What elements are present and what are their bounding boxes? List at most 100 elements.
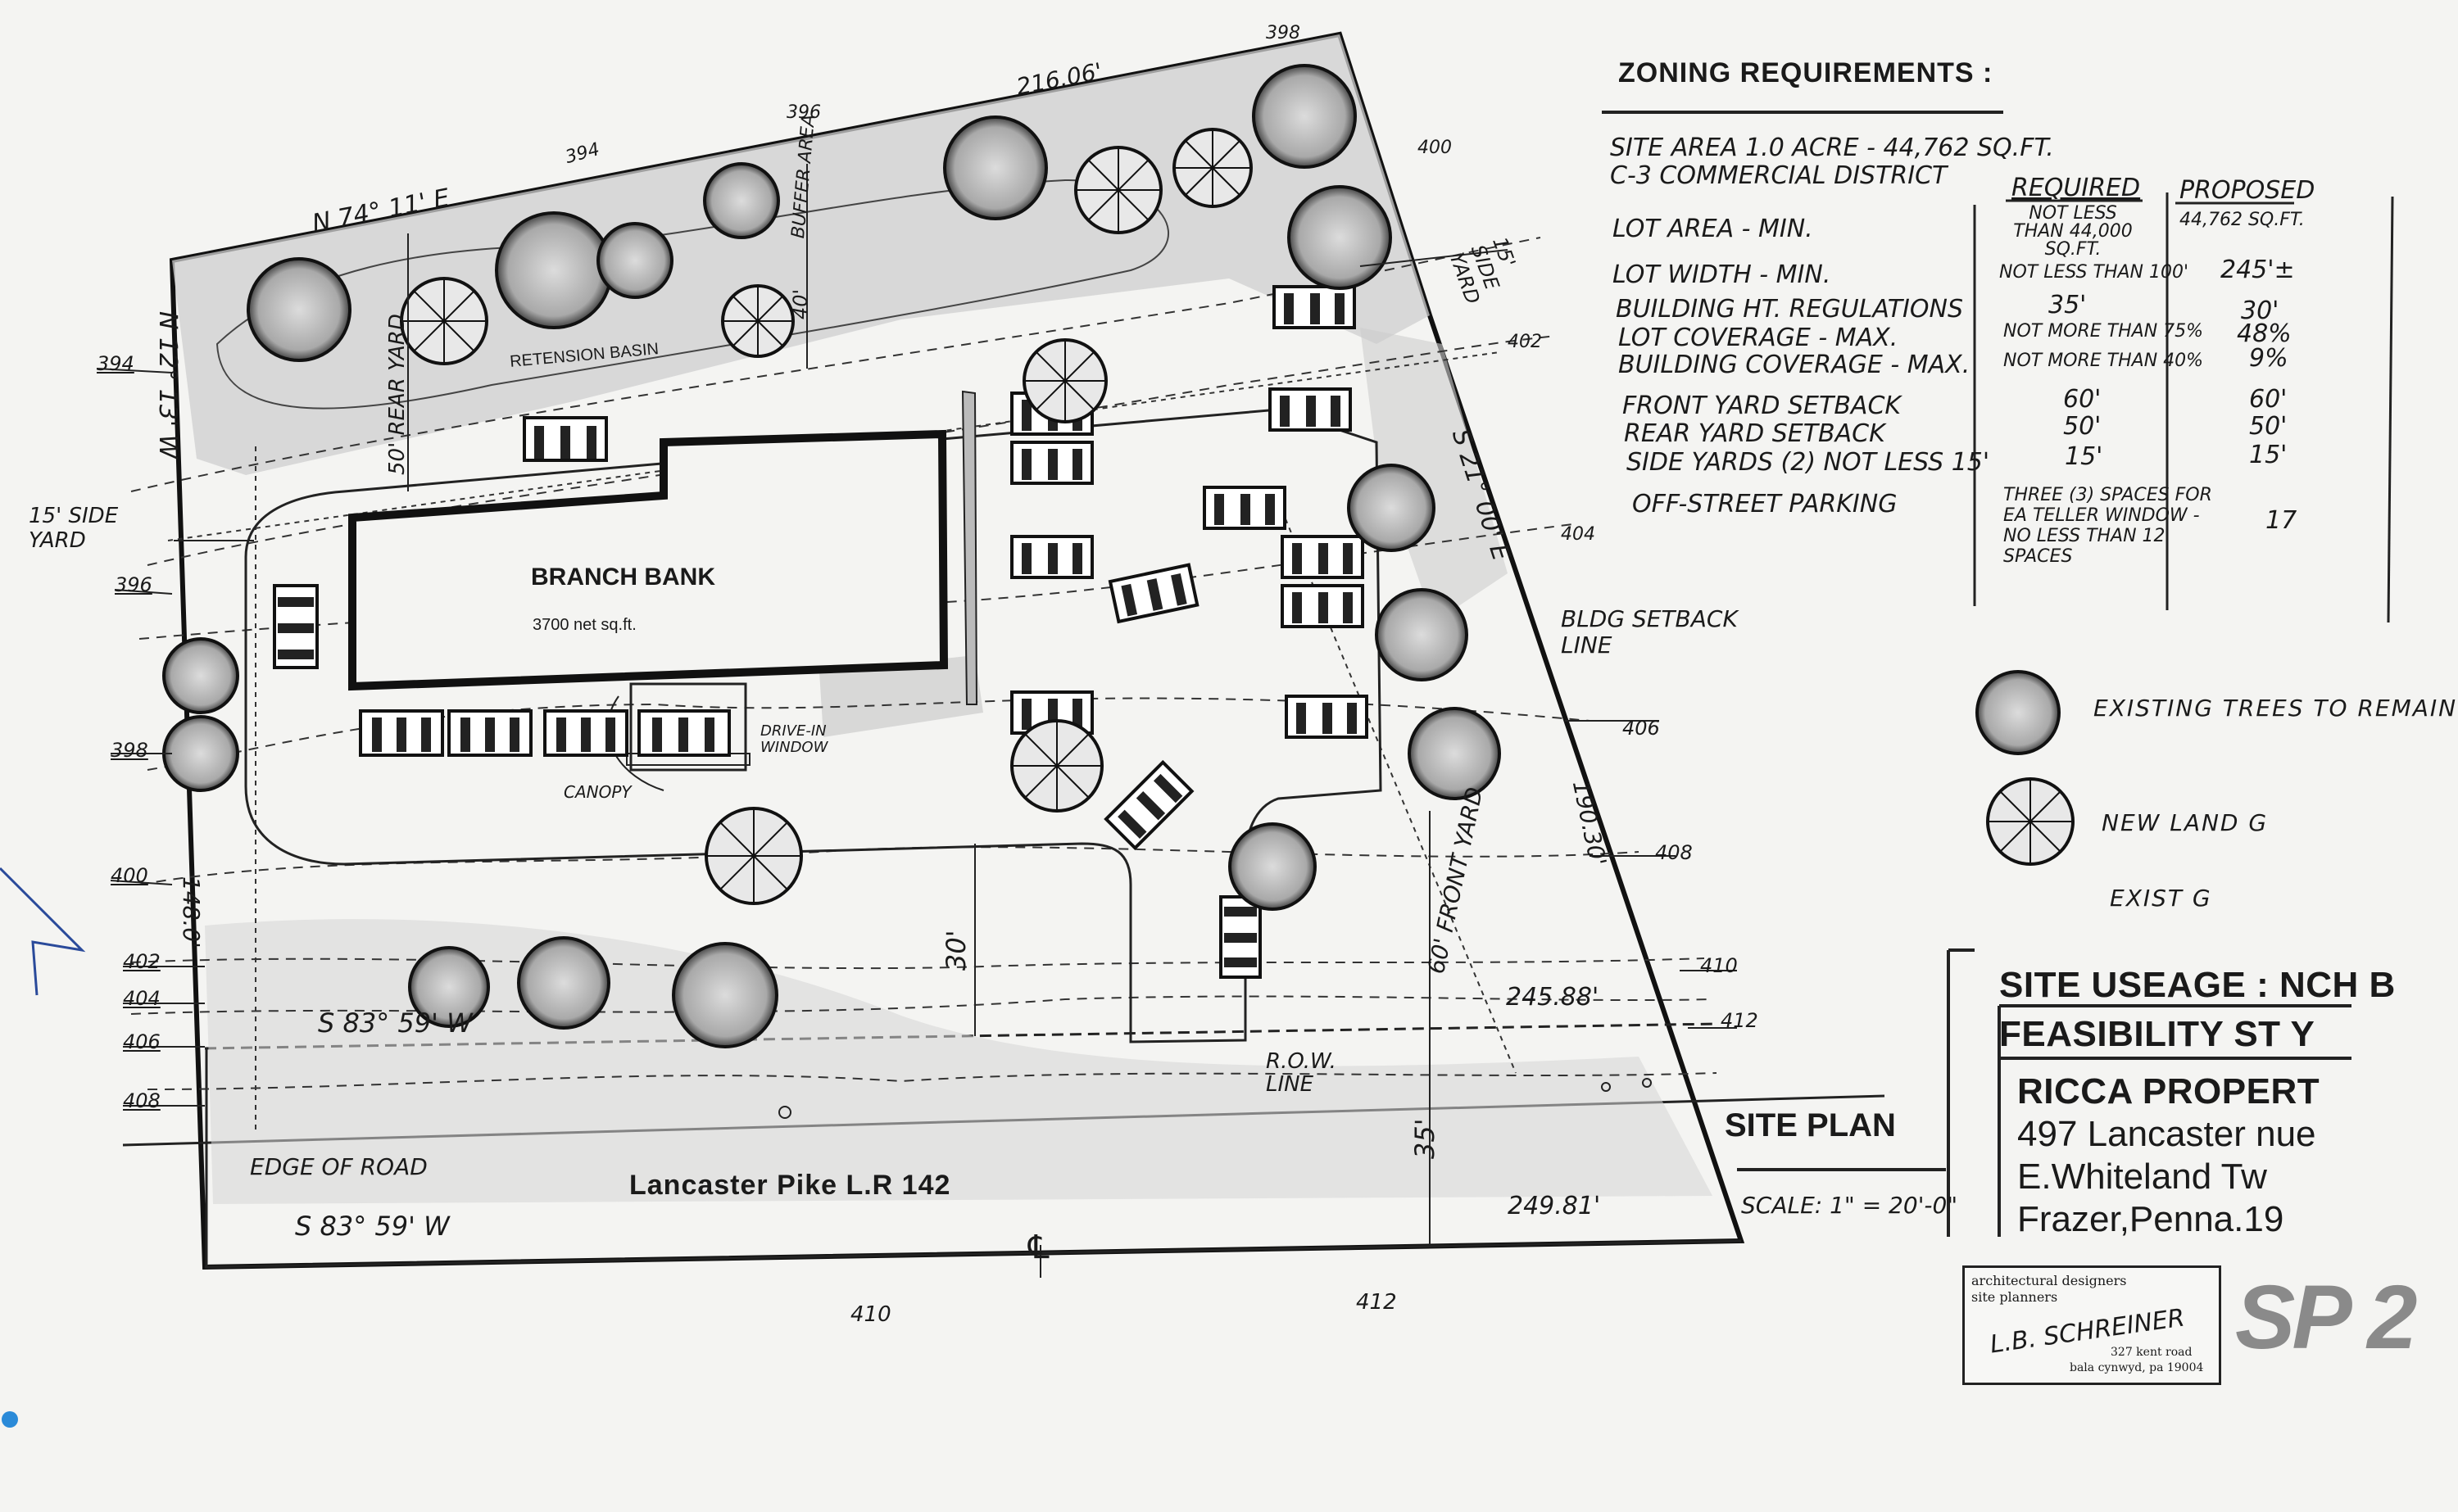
row-prop-side-yards: 15'	[2249, 441, 2288, 469]
row-req-lot-coverage: NOT MORE THAN 75%	[2003, 321, 2204, 342]
row-prop-rear-yard: 50'	[2249, 412, 2288, 441]
dimension-lines	[174, 164, 1652, 1278]
sheet-number: SP 2	[2235, 1267, 2417, 1368]
stamp-line-1: architectural designers	[1971, 1273, 2127, 1288]
dim-40: 40'	[789, 288, 812, 319]
contour-left-4: 402	[123, 950, 161, 973]
row-prop-lot-area: 44,762 SQ.FT.	[2179, 210, 2305, 230]
title-block-frame	[1737, 948, 2351, 1237]
row-prop-parking: 17	[2265, 506, 2297, 535]
contour-leaders	[96, 368, 1737, 1107]
col-required: REQUIRED	[2011, 174, 2141, 202]
row-prop-front-yard: 60'	[2249, 385, 2288, 414]
row-label-parking: OFF-STREET PARKING	[1632, 490, 1898, 518]
road-centerline	[204, 1239, 1742, 1269]
legend-symbols	[1975, 670, 2075, 866]
row-label-side-yards: SIDE YARDS (2) NOT LESS 15'	[1626, 448, 1990, 477]
dim-35: 35'	[1409, 1118, 1440, 1159]
dist-bottom-2: 249.81'	[1508, 1192, 1601, 1220]
row-req-side-yards: 15'	[2065, 442, 2103, 471]
rear-yard-label: 50' REAR YARD	[385, 314, 410, 475]
drive-in-label: DRIVE-IN WINDOW	[760, 722, 828, 756]
parking-stalls	[273, 285, 1368, 979]
row-prop-lot-width: 245'±	[2220, 256, 2295, 284]
new-landscaping-trees	[400, 128, 1253, 905]
contour-right-0: 404	[1561, 524, 1595, 545]
row-line-label: R.O.W. LINE	[1266, 1049, 1336, 1097]
zoning-title: ZONING REQUIREMENTS :	[1618, 57, 1993, 88]
building-area: 3700 net sq.ft.	[533, 616, 637, 634]
row-label-lot-width: LOT WIDTH - MIN.	[1612, 260, 1831, 289]
row-req-lot-width: NOT LESS THAN 100'	[1999, 262, 2189, 283]
row-req-building-height: 35'	[2048, 291, 2087, 319]
buffer-area-shading	[172, 34, 1430, 475]
row-label-lot-coverage: LOT COVERAGE - MAX.	[1618, 324, 1898, 352]
stamp-addr-2: bala cynwyd, pa 19004	[2070, 1361, 2204, 1374]
drawing-title: SITE PLAN	[1725, 1107, 1896, 1143]
dist-bottom-1: 245.88'	[1506, 983, 1599, 1012]
zoning-table-lines	[1973, 192, 2394, 623]
dim-30: 30'	[941, 930, 972, 971]
site-area: SITE AREA 1.0 ACRE - 44,762 SQ.FT.	[1610, 134, 2054, 162]
title-address-2: E.Whiteland Tw	[2017, 1157, 2267, 1197]
building-name: BRANCH BANK	[531, 564, 715, 591]
bearing-left: N 12° 13' W	[153, 311, 182, 459]
contour-right-3: 410	[1700, 954, 1738, 977]
bearing-bottom-2: S 83° 59' W	[295, 1211, 450, 1242]
side-yard-left-label: 15' SIDE YARD	[29, 504, 119, 553]
row-label-rear-yard: REAR YARD SETBACK	[1624, 419, 1885, 448]
road-name: Lancaster Pike L.R 142	[629, 1170, 951, 1201]
centerline-symbol: ℄	[1028, 1229, 1050, 1265]
row-req-parking: THREE (3) SPACES FOR EA TELLER WINDOW - …	[2003, 485, 2212, 567]
row-prop-building-coverage: 9%	[2249, 344, 2288, 373]
bearing-bottom-1: S 83° 59' W	[318, 1007, 473, 1039]
bank-building	[348, 429, 949, 691]
stamp-addr-1: 327 kent road	[2111, 1346, 2193, 1359]
contour-left-3: 400	[111, 864, 148, 887]
edge-of-road-label: EDGE OF ROAD	[250, 1153, 428, 1180]
title-address-3: Frazer,Penna.19	[2017, 1199, 2284, 1239]
existing-trees	[162, 64, 1501, 1048]
stamp-line-2: site planners	[1971, 1289, 2058, 1305]
contour-top-3: 400	[1417, 138, 1452, 158]
contour-right-2: 408	[1655, 841, 1693, 864]
canopy-label: CANOPY	[564, 782, 632, 802]
row-label-front-yard: FRONT YARD SETBACK	[1622, 392, 1902, 420]
row-req-lot-area: NOT LESS THAN 44,000 SQ.FT.	[2013, 203, 2133, 260]
contour-left-6: 406	[123, 1030, 161, 1053]
row-label-building-height: BUILDING HT. REGULATIONS	[1616, 295, 1963, 324]
bldg-setback-label: BLDG SETBACK LINE	[1561, 605, 1738, 659]
contour-bottom-0: 410	[850, 1302, 891, 1327]
contour-top-1: 396	[787, 102, 821, 123]
designer-stamp: architectural designers site planners L.…	[1962, 1265, 2221, 1385]
row-prop-building-height: 30'	[2241, 297, 2279, 325]
contour-right-1: 406	[1622, 717, 1660, 740]
contour-left-5: 404	[123, 987, 161, 1010]
contour-right-4: 412	[1721, 1009, 1758, 1032]
row-label-building-coverage: BUILDING COVERAGE - MAX.	[1618, 351, 1970, 379]
contour-left-1: 396	[115, 573, 152, 596]
row-req-rear-yard: 50'	[2063, 412, 2102, 441]
row-prop-lot-coverage: 48%	[2237, 319, 2292, 348]
contour-top-4: 402	[1508, 332, 1542, 352]
drawing-scale: SCALE: 1" = 20'-0"	[1741, 1192, 1958, 1219]
legend-existing: EXIST G	[2110, 885, 2212, 912]
row-req-building-coverage: NOT MORE THAN 40%	[2003, 351, 2204, 371]
legend-existing-trees: EXISTING TREES TO REMAIN	[2093, 695, 2458, 722]
zoning-title-rule	[1602, 111, 2003, 114]
row-label-lot-area: LOT AREA - MIN.	[1612, 215, 1813, 243]
district: C-3 COMMERCIAL DISTRICT	[1610, 161, 1948, 190]
title-site-usage: SITE USEAGE : NCH B	[1999, 965, 2396, 1005]
title-owner: RICCA PROPERT	[2017, 1071, 2320, 1111]
row-req-front-yard: 60'	[2063, 385, 2102, 414]
contour-left-0: 394	[97, 352, 134, 375]
contour-top-2: 398	[1266, 23, 1300, 43]
contour-left-7: 408	[123, 1089, 161, 1112]
contour-bottom-1: 412	[1356, 1290, 1397, 1315]
title-address-1: 497 Lancaster nue	[2017, 1114, 2316, 1154]
legend-new-landscaping: NEW LAND G	[2102, 809, 2269, 836]
col-proposed: PROPOSED	[2179, 176, 2315, 205]
title-feasibility: FEASIBILITY ST Y	[1999, 1014, 2315, 1054]
contour-left-2: 398	[111, 739, 148, 762]
